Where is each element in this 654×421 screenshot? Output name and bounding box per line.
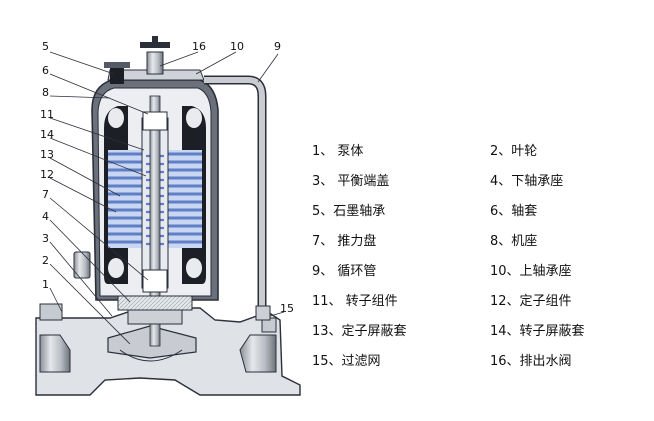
legend-item: 12、定子组件 bbox=[490, 294, 572, 309]
callout-3: 3 bbox=[42, 232, 49, 245]
legend-item: 7、 推力盘 bbox=[312, 234, 377, 249]
callout-14: 14 bbox=[40, 128, 54, 141]
legend-item: 13、定子屏蔽套 bbox=[312, 324, 407, 339]
legend-row: 7、 推力盘 8、机座 bbox=[312, 230, 642, 254]
legend-item: 6、轴套 bbox=[490, 204, 538, 219]
callout-10: 10 bbox=[230, 40, 244, 53]
callout-9: 9 bbox=[274, 40, 281, 53]
legend-item: 16、排出水阀 bbox=[490, 354, 572, 369]
legend-row: 1、 泵体 2、叶轮 bbox=[312, 140, 642, 164]
callout-13: 13 bbox=[40, 148, 54, 161]
callout-7: 7 bbox=[42, 188, 49, 201]
legend-row: 5、石墨轴承 6、轴套 bbox=[312, 200, 642, 224]
callout-6: 6 bbox=[42, 64, 49, 77]
legend-item: 10、上轴承座 bbox=[490, 264, 572, 279]
legend-row: 13、定子屏蔽套 14、转子屏蔽套 bbox=[312, 320, 642, 344]
callout-12: 12 bbox=[40, 168, 54, 181]
legend-item: 8、机座 bbox=[490, 234, 538, 249]
legend-row: 15、过滤网 16、排出水阀 bbox=[312, 350, 642, 374]
callout-8: 8 bbox=[42, 86, 49, 99]
legend-row: 3、 平衡端盖 4、下轴承座 bbox=[312, 170, 642, 194]
stator-windings bbox=[108, 150, 202, 248]
legend-item: 11、 转子组件 bbox=[312, 294, 398, 309]
callout-5: 5 bbox=[42, 40, 49, 53]
legend-item: 5、石墨轴承 bbox=[312, 204, 386, 219]
legend-item: 14、转子屏蔽套 bbox=[490, 324, 585, 339]
legend-item: 4、下轴承座 bbox=[490, 174, 564, 189]
callout-4: 4 bbox=[42, 210, 49, 223]
callout-15: 15 bbox=[280, 302, 294, 315]
legend-item: 2、叶轮 bbox=[490, 144, 538, 159]
shaft bbox=[149, 95, 161, 347]
drain-valve bbox=[146, 51, 164, 75]
legend-row: 11、 转子组件 12、定子组件 bbox=[312, 290, 642, 314]
filter-screen bbox=[255, 305, 271, 321]
legend-item: 1、 泵体 bbox=[312, 144, 364, 159]
legend-item: 15、过滤网 bbox=[312, 354, 381, 369]
legend-item: 9、 循环管 bbox=[312, 264, 377, 279]
callout-2: 2 bbox=[42, 254, 49, 267]
legend-row: 9、 循环管 10、上轴承座 bbox=[312, 260, 642, 284]
callout-1: 1 bbox=[42, 278, 49, 291]
legend-item: 3、 平衡端盖 bbox=[312, 174, 390, 189]
callout-16: 16 bbox=[192, 40, 206, 53]
callout-11: 11 bbox=[40, 108, 54, 121]
